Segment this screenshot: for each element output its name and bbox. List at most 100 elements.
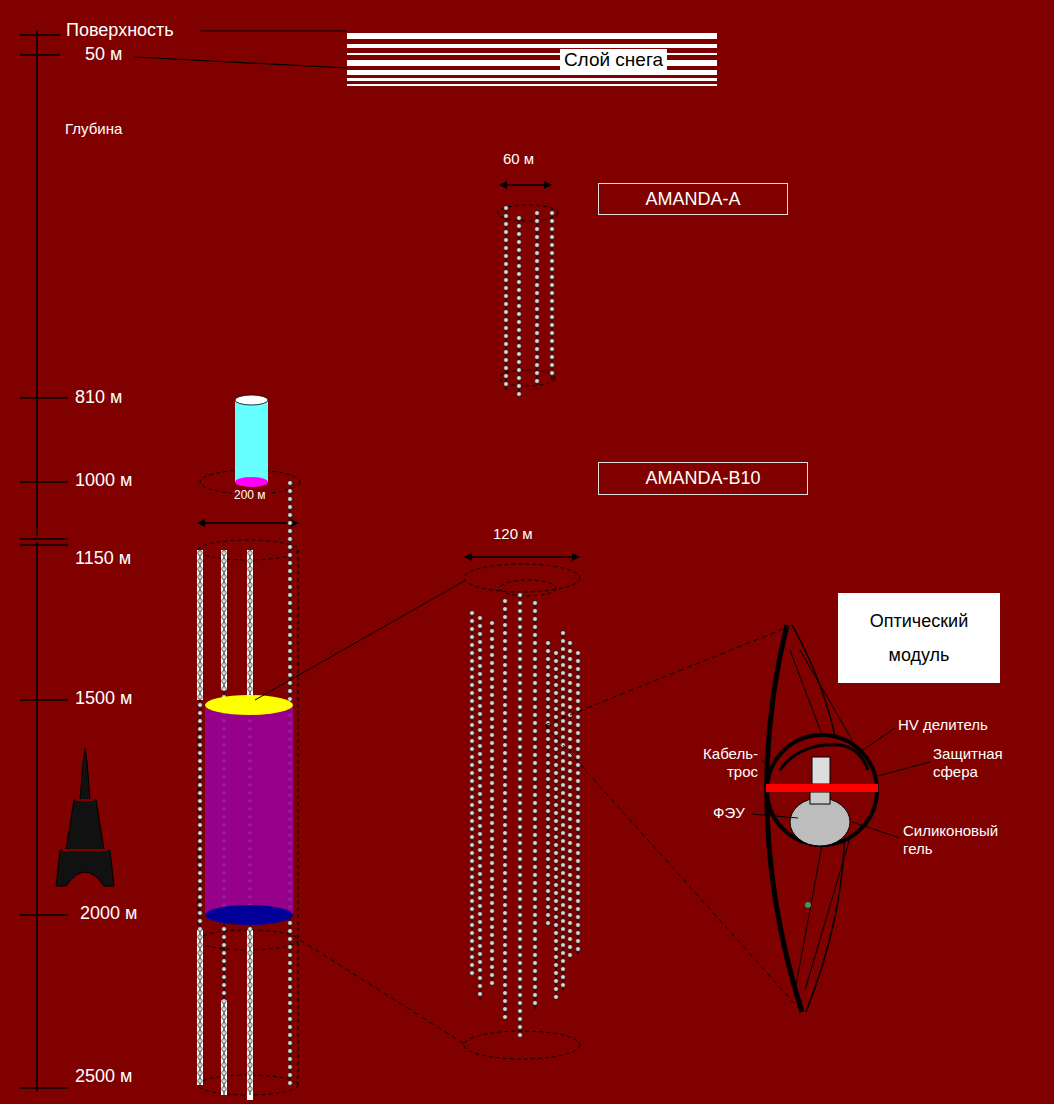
optical-module-dot (288, 481, 293, 486)
optical-module-dot (533, 609, 538, 614)
optical-module-dot (288, 945, 293, 950)
optical-module-dot (546, 689, 551, 694)
optical-module-dot (504, 286, 509, 291)
optical-module-dot (222, 1055, 227, 1060)
optical-module-dot (503, 783, 508, 788)
optical-module-dot (288, 921, 293, 926)
detector-outline (464, 1031, 580, 1059)
leader-line (752, 814, 798, 818)
optical-module-dot (503, 975, 508, 980)
purple-cylinder (205, 905, 293, 925)
optical-module-dot (470, 739, 475, 744)
optical-module-dot (546, 833, 551, 838)
optical-module-dot (490, 773, 495, 778)
optical-module-dot (554, 667, 559, 672)
optical-module-dot (576, 867, 581, 872)
optical-module-dot (248, 991, 253, 996)
optical-module-dot (561, 975, 566, 980)
optical-module-dot (533, 889, 538, 894)
optical-module-dot (470, 683, 475, 688)
optical-module-dot (248, 1063, 253, 1068)
optical-module-dot (561, 871, 566, 876)
optical-module-dot (568, 801, 573, 806)
optical-module-dot (533, 649, 538, 654)
optical-module-dot (517, 360, 522, 365)
optical-module-dot (554, 723, 559, 728)
leader-line (752, 728, 930, 838)
optical-module-dot (478, 712, 483, 717)
optical-module-dot (554, 987, 559, 992)
optical-module-dot (561, 927, 566, 932)
optical-module-dot (248, 567, 253, 572)
optical-module-dot (546, 785, 551, 790)
optical-module-dot (198, 823, 203, 828)
optical-module-dot (517, 368, 522, 373)
optical-module-dot (222, 679, 227, 684)
optical-module-dot (470, 659, 475, 664)
optical-module-dot (576, 859, 581, 864)
optical-module-dot (568, 689, 573, 694)
optical-module-dot (248, 1087, 253, 1092)
optical-module-dot (248, 583, 253, 588)
optical-module-dot (478, 688, 483, 693)
optical-module-dot (568, 897, 573, 902)
optical-module-dot (470, 915, 475, 920)
optical-module-dot (478, 912, 483, 917)
optical-module-dot (198, 1015, 203, 1020)
optical-module-dot (568, 929, 573, 934)
text-label: 2000 м (80, 903, 137, 925)
optical-module-dot (517, 272, 522, 277)
depth-axis (20, 481, 68, 483)
optical-module-dot (478, 752, 483, 757)
optical-module-dot (554, 923, 559, 928)
optical-module-dot (503, 631, 508, 636)
optical-module-dot (546, 865, 551, 870)
optical-module-dot (504, 350, 509, 355)
optical-module-dot (546, 681, 551, 686)
optical-module-dot (490, 789, 495, 794)
optical-module-dot (470, 955, 475, 960)
optical-module-dot (518, 953, 523, 958)
optical-module-dot (554, 947, 559, 952)
optical-module-dot (554, 939, 559, 944)
optical-module-dot (504, 262, 509, 267)
optical-module-dot (222, 687, 227, 692)
optical-module-dot (288, 553, 293, 558)
optical-module-dot (288, 513, 293, 518)
optical-module-dot (554, 683, 559, 688)
optical-module-dot (503, 743, 508, 748)
depth-axis (20, 699, 68, 701)
optical-module-dot (561, 815, 566, 820)
optical-module-dot (288, 1009, 293, 1014)
optical-module-dot (490, 829, 495, 834)
optical-module-dot (470, 899, 475, 904)
cyan-cylinder (235, 477, 268, 487)
optical-module-dot (478, 848, 483, 853)
optical-module-dot (222, 671, 227, 676)
optical-module-dot (576, 779, 581, 784)
optical-module-dot (503, 655, 508, 660)
optical-module-dot (503, 663, 508, 668)
optical-module-dot (503, 687, 508, 692)
optical-module-dot (288, 1057, 293, 1062)
eiffel-tower (56, 748, 114, 886)
optical-module-dot (198, 863, 203, 868)
optical-module-dot (490, 797, 495, 802)
optical-module-dot (550, 267, 555, 272)
optical-module-dot (576, 899, 581, 904)
optical-module-dot (490, 885, 495, 890)
optical-module-dot (490, 893, 495, 898)
optical-module-dot (470, 819, 475, 824)
optical-module-dot (222, 623, 227, 628)
optical-module-dot (518, 633, 523, 638)
optical-module-dot (490, 901, 495, 906)
optical-module-dot (576, 755, 581, 760)
optical-module-dot (490, 757, 495, 762)
optical-module-dot (478, 824, 483, 829)
optical-module-dot (222, 575, 227, 580)
text-label: Защитная сфера (933, 745, 1025, 781)
optical-module-dot (517, 232, 522, 237)
optical-module-drawing (812, 757, 830, 784)
optical-module-drawing (805, 902, 811, 908)
optical-module-dot (504, 374, 509, 379)
